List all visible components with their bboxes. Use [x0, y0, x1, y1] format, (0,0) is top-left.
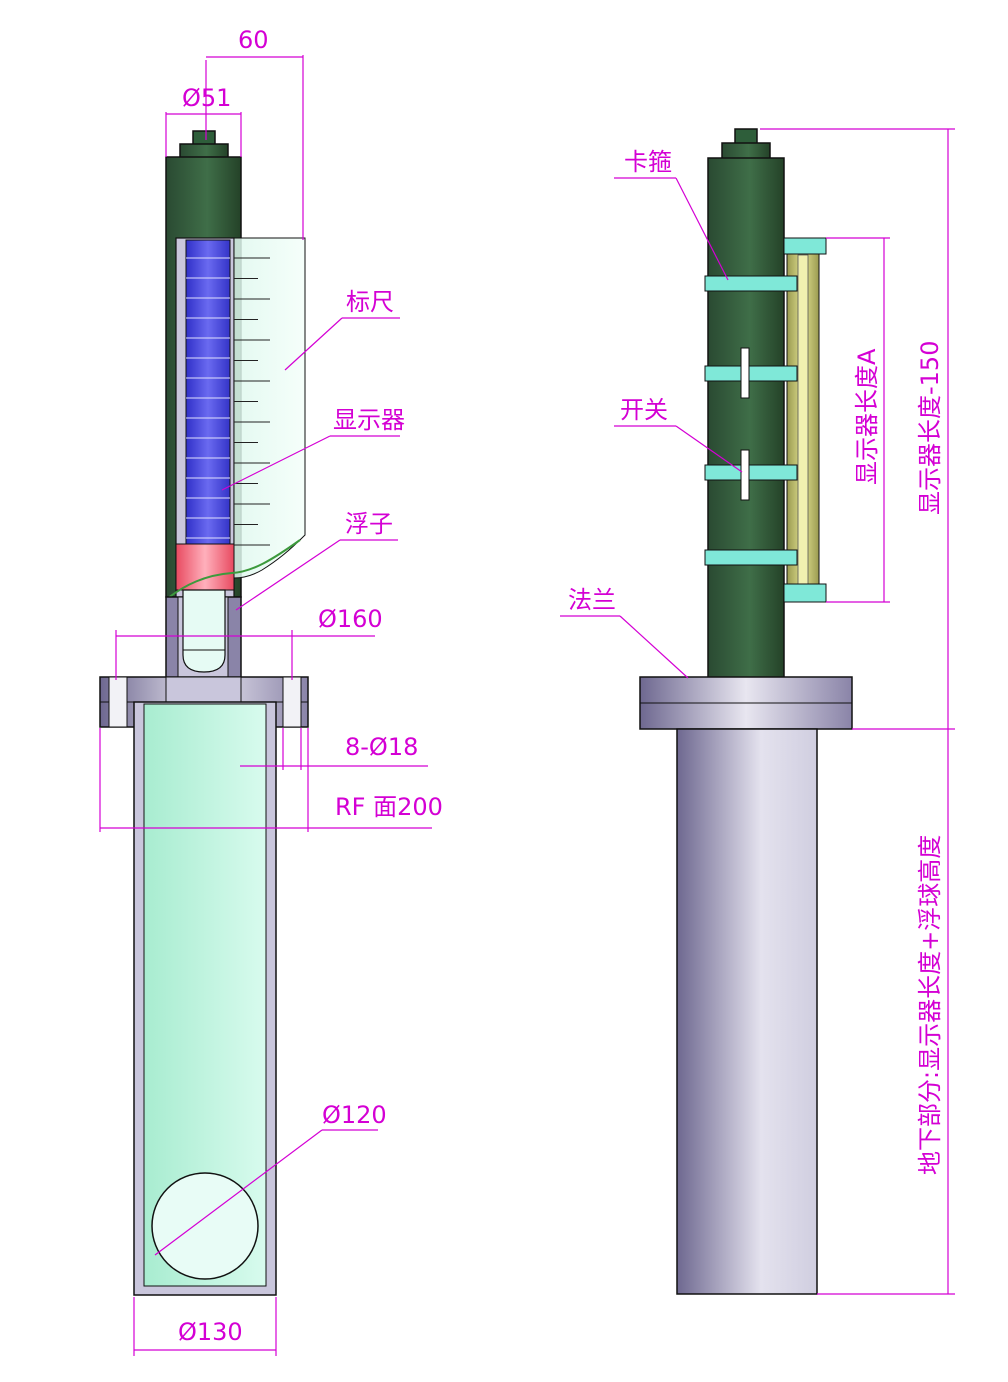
float-marker	[175, 543, 235, 591]
label-scale: 标尺	[346, 288, 394, 316]
scale-ticks	[234, 257, 270, 546]
display-bottom-cap	[783, 583, 827, 603]
dim-rf200: RF 面200	[335, 793, 443, 821]
switch-2	[740, 449, 750, 501]
display-segments	[186, 257, 230, 539]
top-cap	[179, 143, 229, 159]
dim-d160: Ø160	[318, 605, 383, 633]
float-ball	[151, 1172, 259, 1280]
dim-d120: Ø120	[322, 1101, 387, 1129]
scale-panel	[233, 237, 306, 579]
dim-underground: 地下部分:显示器长度+浮球高度	[916, 835, 944, 1175]
float-capsule	[182, 589, 226, 673]
label-float: 浮子	[345, 510, 393, 538]
right-cap	[721, 142, 771, 160]
clamp-1	[704, 275, 798, 292]
bolt-hole-right	[282, 676, 302, 728]
clamp-4	[704, 549, 798, 566]
right-body	[707, 157, 785, 679]
label-display: 显示器	[333, 406, 405, 434]
dim-display-length-minus: 显示器长度-150	[916, 341, 944, 515]
dim-display-length: 显示器长度A	[853, 348, 881, 485]
dim-8-d18: 8-Ø18	[345, 733, 418, 761]
label-flange: 法兰	[568, 586, 616, 614]
right-view: 卡箍 开关 法兰 显示器长度A 显示器长度-150 地下部分:显示器长度+浮球高…	[560, 128, 955, 1295]
float-curve	[167, 539, 301, 599]
switch-1	[740, 347, 750, 399]
clamp-2	[704, 365, 798, 382]
top-cap-small	[192, 130, 216, 146]
label-switch: 开关	[620, 396, 668, 424]
clamp-3	[704, 464, 798, 481]
label-clamp: 卡箍	[624, 148, 672, 176]
display-top-cap	[783, 237, 827, 255]
left-view: 60 Ø51 Ø160 8-Ø18 RF 面200 Ø120 Ø130	[99, 26, 443, 1356]
dim-d51: Ø51	[182, 84, 231, 112]
right-cap-small	[734, 128, 758, 145]
bolt-hole-left	[108, 676, 128, 728]
right-pipe	[676, 728, 818, 1295]
display-column	[185, 239, 231, 546]
dim-d130: Ø130	[178, 1318, 243, 1346]
dim-60: 60	[238, 26, 269, 54]
